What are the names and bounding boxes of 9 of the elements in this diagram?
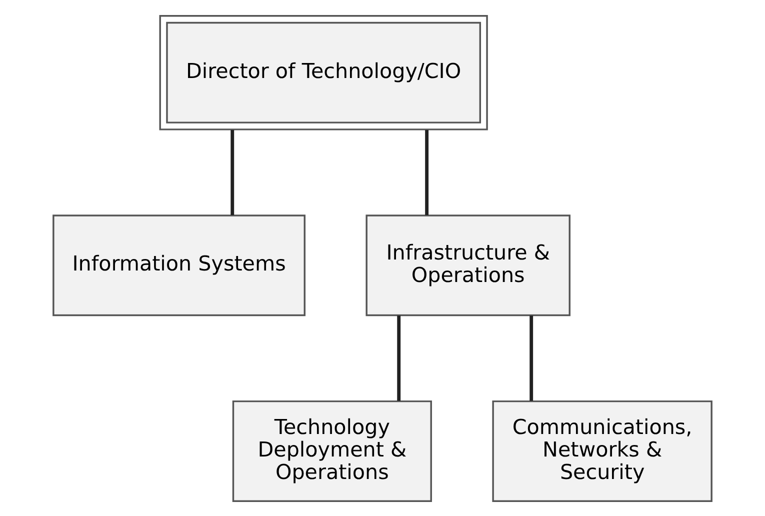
connector — [425, 129, 429, 215]
node-box: Technology Deployment & Operations — [232, 400, 432, 502]
connector — [397, 315, 401, 400]
node-box: Infrastructure & Operations — [366, 214, 570, 316]
node-box: Director of Technology/CIO — [159, 14, 488, 130]
connector — [530, 315, 534, 400]
node-box: Communications, Networks & Security — [492, 400, 712, 502]
connector — [230, 129, 234, 215]
node-box: Information Systems — [52, 214, 306, 316]
